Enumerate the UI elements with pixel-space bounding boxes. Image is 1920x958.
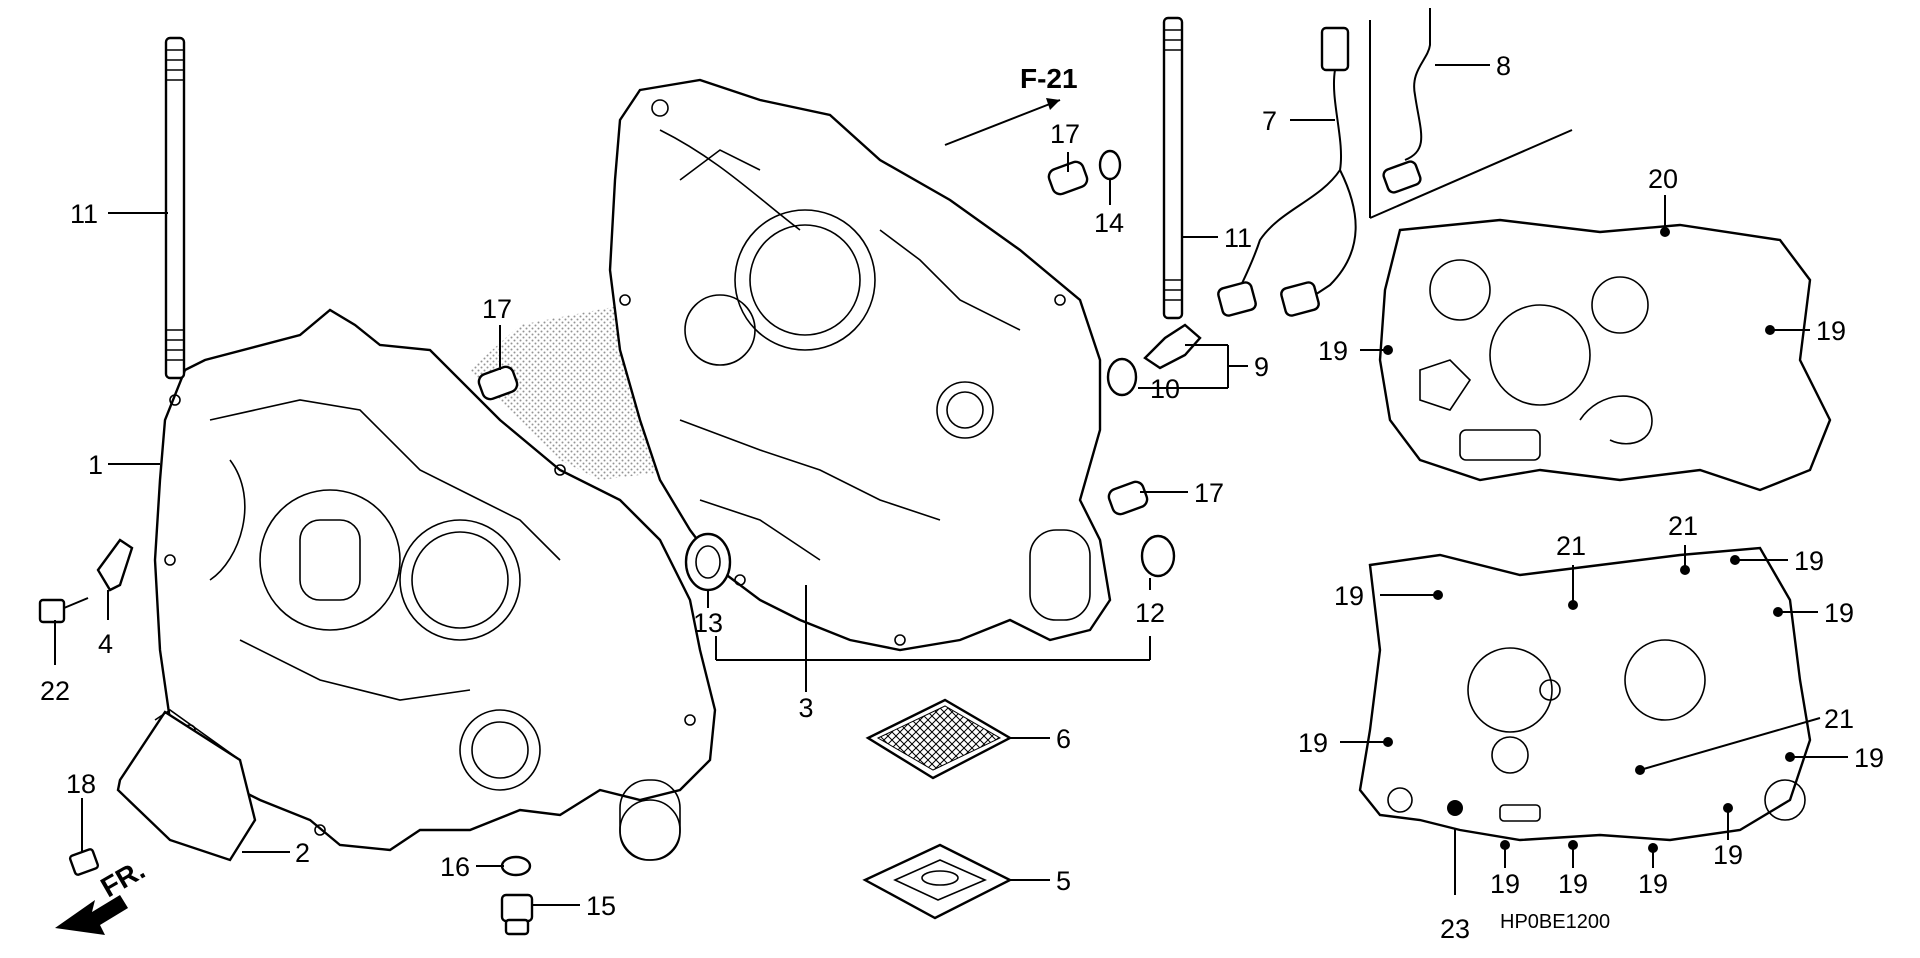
callout-19-a: 19 [1318, 336, 1348, 366]
bearing-13 [684, 532, 732, 592]
callout-5: 5 [1056, 866, 1071, 896]
callout-19-k: 19 [1713, 840, 1743, 870]
bolt-22 [38, 597, 89, 624]
callout-16: 16 [440, 852, 470, 882]
callout-22: 22 [40, 676, 70, 706]
callout-19-j: 19 [1638, 869, 1668, 899]
callout-14: 14 [1094, 208, 1124, 238]
left-crankcase [153, 308, 717, 861]
gasket-21 [1358, 546, 1812, 842]
dowel-pin-2 [1047, 160, 1089, 196]
callout-7: 7 [1262, 106, 1277, 136]
dowel-pin-1 [477, 365, 519, 401]
callout-4: 4 [98, 629, 113, 659]
callout-19-c: 19 [1334, 581, 1364, 611]
bearing-12 [1140, 534, 1176, 578]
gasket-20 [1378, 218, 1832, 492]
strainer-cover-5 [862, 843, 1013, 920]
callout-21-c: 21 [1824, 704, 1854, 734]
washer-14 [1098, 149, 1122, 181]
oil-strainer-screen-6 [865, 698, 1013, 780]
callout-2: 2 [295, 838, 310, 868]
callout-19-b: 19 [1816, 316, 1846, 346]
dowel-pin-3 [1107, 480, 1149, 516]
callout-20: 20 [1648, 164, 1678, 194]
guard-plate-2 [116, 710, 257, 862]
reference-label: F-21 [1020, 63, 1078, 94]
callout-15: 15 [586, 891, 616, 921]
drain-bolt-15 [500, 893, 534, 936]
front-label: FR. [96, 854, 151, 903]
callout-17-top: 17 [1050, 119, 1080, 149]
callout-11-right: 11 [1224, 223, 1252, 253]
hose-8 [1369, 8, 1573, 219]
callout-10: 10 [1150, 374, 1180, 404]
callout-6: 6 [1056, 724, 1071, 754]
callout-12: 12 [1135, 598, 1165, 628]
neutral-switch-9 [1143, 323, 1202, 370]
callout-1: 1 [88, 450, 103, 480]
figure-code: HP0BE1200 [1500, 911, 1610, 933]
callout-3: 3 [798, 693, 813, 723]
callout-19-i: 19 [1558, 869, 1588, 899]
washer-16 [500, 855, 532, 877]
leader-lines [54, 64, 1848, 906]
callout-19-h: 19 [1490, 869, 1520, 899]
bolt-18 [68, 848, 100, 876]
callout-18: 18 [66, 769, 96, 799]
callout-17-left: 17 [482, 294, 512, 324]
front-direction-arrow: FR. [55, 854, 150, 935]
gasket-bolt-markers [1383, 227, 1795, 853]
callout-23: 23 [1440, 914, 1470, 944]
reference-arrow-f21: F-21 [944, 63, 1078, 146]
stud-bolt-right [1162, 16, 1184, 320]
callout-19-g: 19 [1854, 743, 1884, 773]
callout-19-d: 19 [1794, 546, 1824, 576]
callout-21-a: 21 [1556, 531, 1586, 561]
callout-21-b: 21 [1668, 511, 1698, 541]
callout-19-f: 19 [1298, 728, 1328, 758]
wire-harness-7 [1217, 26, 1357, 317]
callout-13: 13 [693, 608, 723, 638]
right-crankcase [608, 78, 1112, 652]
bracket-4 [96, 538, 134, 592]
stud-bolt-left [164, 36, 186, 380]
callout-19-e: 19 [1824, 598, 1854, 628]
callout-11-left: 11 [70, 199, 98, 229]
callout-labels: 11 1 4 22 18 2 16 15 17 13 3 12 17 14 11… [40, 51, 1884, 944]
callout-8: 8 [1496, 51, 1511, 81]
oil-seal-10 [1106, 357, 1138, 397]
callout-17-right: 17 [1194, 478, 1224, 508]
callout-9: 9 [1254, 352, 1269, 382]
